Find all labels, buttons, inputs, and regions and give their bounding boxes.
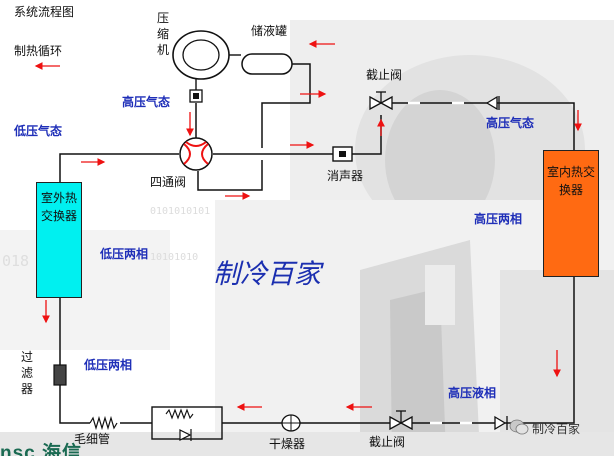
watermark-text: 制冷百家 [213,259,321,290]
state-hp-two-phase: 高压两相 [474,212,523,226]
bottom-stop-valve-label: 截止阀 [369,435,406,449]
compressor-label: 压缩机 [156,11,169,57]
dryer-label: 干燥器 [269,437,306,451]
svg-text:018: 018 [2,252,29,270]
compressor-symbol [172,30,241,103]
four-way-valve-symbol [179,137,213,171]
filter-symbol [53,364,67,386]
cycle-label: 制热循环 [14,44,63,58]
state-lp-two-phase-top: 低压两相 [100,247,149,261]
flow-arrows [34,40,582,411]
accumulator-symbol [241,53,293,75]
svg-text:10101010: 10101010 [150,252,198,263]
bypass-check-valve-symbol [151,406,223,441]
four-way-valve-label: 四通阀 [150,175,187,189]
top-stop-valve-label: 截止阀 [366,68,403,82]
capillary-label: 毛细管 [74,432,111,446]
brand-logo-text: nsc 海信 [0,443,83,456]
filter-label: 过滤器 [20,350,33,396]
state-lp-two-phase-bottom: 低压两相 [84,358,133,372]
state-hp-gas-right: 高压气态 [486,116,535,130]
muffler-symbol [332,146,353,162]
accumulator-label: 储液罐 [251,24,288,38]
state-hp-gas-left: 高压气态 [122,95,171,109]
outdoor-heat-exchanger-label: 室外热交换器 [40,191,77,223]
pipe-network [59,63,575,424]
state-lp-gas: 低压气态 [14,124,63,138]
outdoor-heat-exchanger: 室外热交换器 [36,182,82,298]
bottom-check-valve-symbol [430,415,508,431]
svg-text:0101010101: 0101010101 [150,206,210,217]
dryer-symbol [281,414,301,432]
capillary-symbol [89,415,118,431]
wechat-account-label: 制冷百家 [532,422,581,436]
diagram-title: 系统流程图 [14,5,75,19]
indoor-heat-exchanger: 室内热交换器 [543,150,599,277]
wechat-icon [509,419,529,435]
state-hp-liquid: 高压液相 [448,386,497,400]
bottom-stop-valve-symbol [389,410,413,431]
top-stop-valve-symbol [369,91,393,111]
muffler-label: 消声器 [327,169,364,183]
top-check-valve-symbol [408,95,500,111]
indoor-heat-exchanger-label: 室内热交换器 [546,165,595,197]
